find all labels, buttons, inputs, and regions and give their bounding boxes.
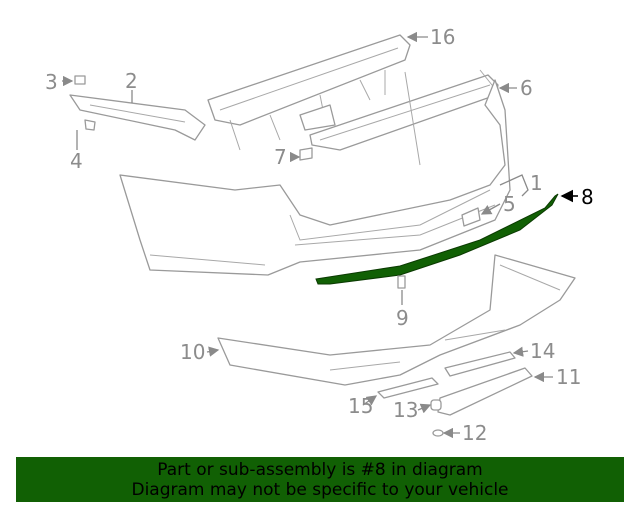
banner-line-1: Part or sub-assembly is #8 in diagram <box>157 460 483 480</box>
callout-13[interactable]: 13 <box>393 398 418 422</box>
callout-15[interactable]: 15 <box>348 394 373 418</box>
callout-1[interactable]: 1 <box>530 171 543 195</box>
parts-diagram: 16 3 2 4 6 7 1 5 8 9 10 14 11 15 13 12 <box>45 25 594 445</box>
part-10-lower-fascia[interactable] <box>217 254 576 386</box>
callout-9[interactable]: 9 <box>396 306 409 330</box>
callout-5[interactable]: 5 <box>503 192 516 216</box>
part-7-clip[interactable] <box>299 147 313 161</box>
info-banner: Part or sub-assembly is #8 in diagram Di… <box>16 457 624 502</box>
part-8-molding-highlighted[interactable] <box>315 193 559 285</box>
callout-16[interactable]: 16 <box>430 25 455 49</box>
callout-12[interactable]: 12 <box>462 421 487 445</box>
part-13-plug[interactable] <box>430 399 442 411</box>
callout-4[interactable]: 4 <box>70 149 83 173</box>
callout-11[interactable]: 11 <box>556 365 581 389</box>
callout-8[interactable]: 8 <box>581 185 594 209</box>
part-2-bracket[interactable] <box>69 94 206 141</box>
callout-7[interactable]: 7 <box>274 145 287 169</box>
part-12-clip[interactable] <box>432 429 444 437</box>
callout-14[interactable]: 14 <box>530 339 555 363</box>
part-16-impact-bar[interactable] <box>207 34 411 151</box>
part-3-clip[interactable] <box>74 75 86 85</box>
callout-2[interactable]: 2 <box>125 69 138 93</box>
part-5[interactable] <box>461 207 481 227</box>
part-4-fastener[interactable] <box>84 119 96 131</box>
part-15-trim[interactable] <box>377 377 439 399</box>
callout-3[interactable]: 3 <box>45 70 58 94</box>
part-9-clip[interactable] <box>397 275 406 289</box>
banner-line-2: Diagram may not be specific to your vehi… <box>131 480 509 500</box>
part-14[interactable] <box>444 351 516 377</box>
callout-6[interactable]: 6 <box>520 76 533 100</box>
callout-10[interactable]: 10 <box>180 340 205 364</box>
